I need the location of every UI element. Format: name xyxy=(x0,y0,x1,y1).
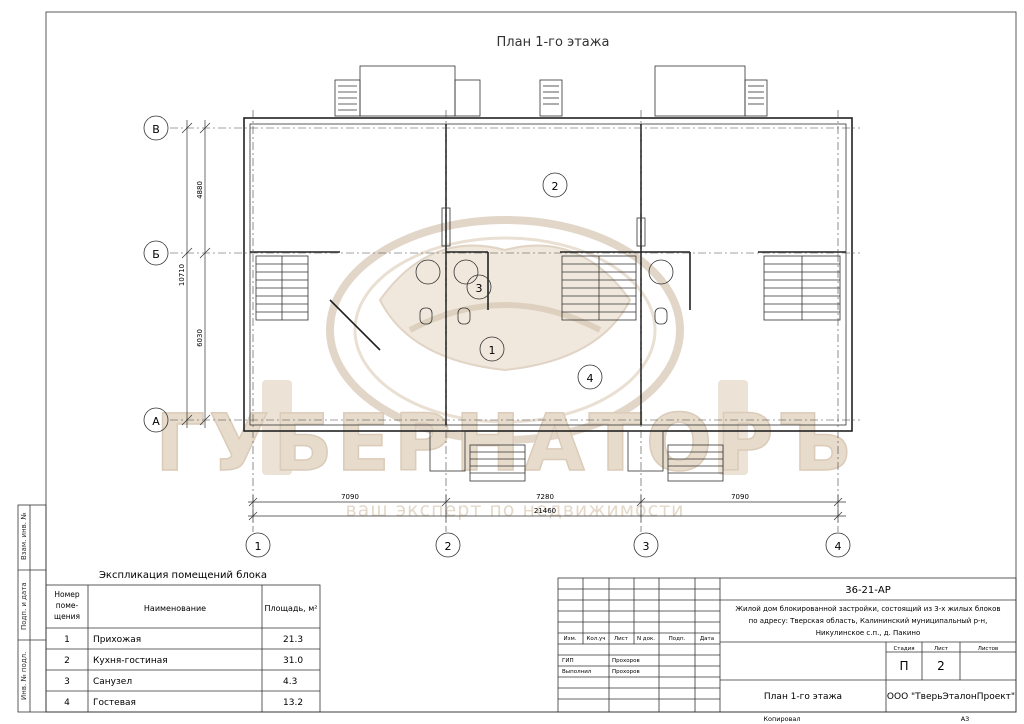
vertical-dimensions: 4880 10710 6030 xyxy=(178,120,211,428)
stamp-name-gip: Прохоров xyxy=(612,658,640,664)
horizontal-dimensions: 7090 7280 7090 21460 xyxy=(248,493,846,522)
explication-row-area: 21.3 xyxy=(283,635,303,645)
plan-title: План 1-го этажа xyxy=(497,35,610,50)
axis-number-4: 4 xyxy=(835,540,842,553)
stamp-col-sign: Подп. xyxy=(669,636,686,642)
stamp-col-list: Лист xyxy=(614,636,629,642)
dim-h1: 7090 xyxy=(341,493,359,501)
outer-walls xyxy=(243,117,853,432)
axis-number-2: 2 xyxy=(445,540,452,553)
explication-row-area: 31.0 xyxy=(283,656,303,666)
stamp-desc-line1: Жилой дом блокированной застройки, состо… xyxy=(735,605,1000,613)
explication-row-area: 13.2 xyxy=(283,698,303,708)
explication-row-area: 4.3 xyxy=(283,677,297,687)
stamp-role-gip: ГИП xyxy=(562,658,574,664)
staircases xyxy=(255,255,841,321)
explication-row-name: Санузел xyxy=(93,677,132,687)
room-marker-1: 1 xyxy=(489,344,496,357)
dim-v-top: 4880 xyxy=(196,181,204,199)
stamp-desc-line2: по адресу: Тверская область, Калининский… xyxy=(749,617,988,625)
axis-letter-a: А xyxy=(152,415,160,428)
dim-v-bottom: 6030 xyxy=(196,329,204,347)
explication-header-area: Площадь, м² xyxy=(264,604,317,613)
axis-letter-b: Б xyxy=(152,248,160,261)
stamp-sheet-label: Лист xyxy=(934,646,949,652)
explication-row-name: Кухня-гостиная xyxy=(93,656,168,666)
watermark-tagline: ваш эксперт по недвижимости xyxy=(345,499,684,521)
stamp-role-executor: Выполнил xyxy=(562,669,592,675)
side-stamp-replace: Взам. инв. № xyxy=(20,512,28,560)
title-block: Изм. Кол.уч Лист N док. Подп. Дата ГИП П… xyxy=(557,577,1017,713)
stamp-company: ООО "ТверьЭталонПроект" xyxy=(887,692,1015,702)
room-marker-3: 3 xyxy=(476,282,483,295)
stamp-sheet-value: 2 xyxy=(937,659,945,673)
dim-h2: 7280 xyxy=(536,493,554,501)
side-stamp: Взам. инв. № Подп. и дата Инв. № подл. xyxy=(17,504,47,713)
stamp-col-doc: N док. xyxy=(637,636,655,642)
stamp-col-kol: Кол.уч xyxy=(586,636,605,642)
stamp-stage-label: Стадия xyxy=(893,646,914,652)
side-stamp-inv: Инв. № подл. xyxy=(20,652,28,700)
stamp-desc-line3: Никулинское с.п., д. Пакино xyxy=(816,629,920,637)
explication-title: Экспликация помещений блока xyxy=(99,570,267,581)
dim-v-total: 10710 xyxy=(178,264,186,286)
watermark: ГУБЕРНАТОРЪ ваш эксперт по недвижимости xyxy=(155,216,854,521)
bottom-entrances xyxy=(429,430,724,482)
stamp-col-izm: Изм. xyxy=(564,636,577,642)
explication-row-num: 3 xyxy=(64,677,70,687)
room-marker-4: 4 xyxy=(587,372,594,385)
number-axes: 1 2 3 4 xyxy=(245,110,851,558)
letter-axes: В Б А xyxy=(143,115,860,433)
explication-row-name: Гостевая xyxy=(93,698,136,708)
stamp-code: 36-21-АР xyxy=(845,585,891,596)
explication-row-num: 1 xyxy=(64,635,70,645)
stamp-sheet-name: План 1-го этажа xyxy=(764,692,842,702)
stamp-name-executor: Прохоров xyxy=(612,669,640,675)
format-label: А3 xyxy=(961,715,970,723)
room-marker-2: 2 xyxy=(552,180,559,193)
watermark-brand: ГУБЕРНАТОРЪ xyxy=(155,399,854,489)
explication-row-num: 4 xyxy=(64,698,70,708)
copied-label: Копировал xyxy=(763,715,800,723)
explication-row-num: 2 xyxy=(64,656,70,666)
top-porches xyxy=(334,65,768,117)
axis-number-3: 3 xyxy=(643,540,650,553)
stamp-stage-value: П xyxy=(899,659,908,673)
dim-h3: 7090 xyxy=(731,493,749,501)
stamp-sheets-label: Листов xyxy=(978,646,999,652)
stamp-col-date: Дата xyxy=(700,636,714,642)
dim-h-total: 21460 xyxy=(534,507,556,515)
room-markers: 2 3 1 4 xyxy=(466,172,603,390)
side-stamp-sign: Подп. и дата xyxy=(20,582,28,630)
explication-row-name: Прихожая xyxy=(93,635,141,645)
axis-letter-v: В xyxy=(152,123,160,136)
explication-header-name: Наименование xyxy=(144,604,206,613)
axis-number-1: 1 xyxy=(255,540,262,553)
